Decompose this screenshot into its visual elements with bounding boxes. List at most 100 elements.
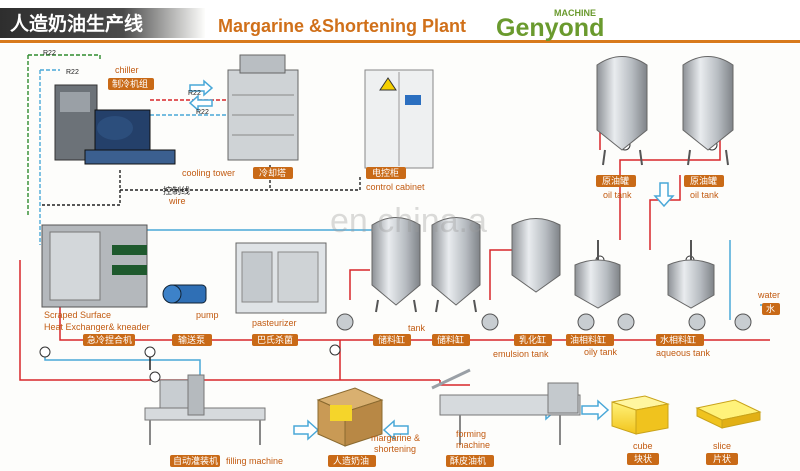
- scraped-label-cn-box: [83, 334, 135, 346]
- filling-label-cn: 自动灌装机: [173, 455, 218, 467]
- aqueous-tank-label-cn-box: [656, 334, 704, 346]
- emulsion-tank: [511, 218, 561, 293]
- r22-label: R22: [196, 109, 209, 116]
- valve: [149, 371, 161, 383]
- valve: [39, 346, 51, 358]
- pump-label-en: pump: [196, 310, 219, 320]
- header-title-cn: 人造奶油生产线: [10, 12, 143, 35]
- cube-label-cn: 块状: [634, 453, 652, 465]
- oil-tank-1: [596, 56, 648, 166]
- cooling-tower: [227, 54, 299, 161]
- slice-label-cn: 片状: [713, 453, 731, 465]
- small-pump: [734, 313, 752, 331]
- scraped-surface-heat-exchanger: [41, 224, 148, 308]
- arrow-down-oil: [653, 182, 675, 208]
- storage-tank-label-en: tank: [408, 323, 426, 333]
- arrow-from-forming: [382, 419, 409, 441]
- oily-tank: [574, 240, 621, 309]
- slice-label-cn-box: [706, 453, 738, 465]
- emulsion-tank-label-en: emulsion tank: [493, 349, 549, 359]
- cube-label-cn-box: [627, 453, 659, 465]
- transfer-pumps: [336, 313, 752, 331]
- storage-tank-2-label-cn-box: [432, 334, 470, 346]
- forming-machine: [431, 368, 581, 445]
- valve: [329, 344, 341, 356]
- pump: [162, 284, 207, 304]
- small-pump: [617, 313, 635, 331]
- small-pump: [336, 313, 354, 331]
- filling-machine: [144, 374, 266, 445]
- flow-arrows: [188, 79, 675, 441]
- small-pump: [577, 313, 595, 331]
- pump-label-cn: 输送泵: [178, 334, 205, 346]
- r22-label: R22: [43, 50, 56, 57]
- pump-label-cn-box: [172, 334, 212, 346]
- water-label-cn-box: [762, 303, 780, 315]
- scraped-label-en-2: Heat Exchanger& kneader: [44, 322, 150, 332]
- scraped-label-en-1: Scraped Surface: [44, 310, 111, 320]
- forming-label-en-1: forming: [456, 429, 486, 439]
- header-bar: 人造奶油生产线 Margarine &Shortening Plant MACH…: [0, 0, 800, 44]
- product-label-en-1: margarine &: [371, 433, 420, 443]
- brand-small: MACHINE: [554, 8, 596, 18]
- control-cabinet-label-en: control cabinet: [366, 182, 425, 192]
- brand-logo: Genyond: [496, 14, 604, 42]
- oily-tank-label-cn-box: [566, 334, 614, 346]
- r22-label: R22: [66, 69, 79, 76]
- filling-label-en: filling machine: [226, 456, 283, 466]
- oil-tank-2: [682, 56, 734, 166]
- storage-tank-1-label-cn-box: [373, 334, 411, 346]
- oil-tank-2-label-cn-box: [684, 175, 724, 187]
- control-cabinet: [364, 69, 434, 169]
- emulsion-tank-label-cn-box: [514, 334, 552, 346]
- emulsion-tank-label-cn: 乳化缸: [519, 334, 546, 346]
- slice-product: [695, 399, 762, 429]
- forming-label-cn-box: [446, 455, 494, 467]
- slice-label-en: slice: [713, 441, 731, 451]
- r22-label: R22: [188, 90, 201, 97]
- storage-tank-1-label-cn: 储料缸: [378, 334, 405, 346]
- pasteurizer-label-cn: 巴氏杀菌: [257, 334, 293, 346]
- aqueous-tank-label-en: aqueous tank: [656, 348, 711, 358]
- cooling-tower-label-cn-box: [253, 167, 293, 179]
- product-label-cn: 人造奶油: [333, 455, 369, 467]
- control-wire-label-cn: 控制线: [163, 185, 190, 197]
- product-label-cn-box: [328, 455, 376, 467]
- oily-tank-label-cn: 油相料缸: [570, 334, 606, 346]
- control-wire-label-en: wire: [168, 196, 186, 206]
- chiller-label-en: chiller: [115, 65, 139, 75]
- pasteurizer: [235, 242, 327, 314]
- oil-tank-1-label-cn-box: [596, 175, 636, 187]
- aqueous-tank: [667, 240, 715, 309]
- header-title-en: Margarine &Shortening Plant: [218, 16, 466, 36]
- control-cabinet-label-cn: 电控柜: [372, 167, 399, 179]
- arrow-to-product: [293, 419, 320, 441]
- arrow-r22-left: [188, 94, 213, 112]
- storage-tank-1: [371, 217, 421, 313]
- cooling-tower-label-en: cooling tower: [182, 168, 235, 178]
- valve: [144, 346, 156, 358]
- pasteurizer-label-en: pasteurizer: [252, 318, 297, 328]
- oil-tank-1-label-cn: 原油罐: [602, 175, 629, 187]
- control-cabinet-label-cn-box: [366, 167, 406, 179]
- watermark: en.china.a: [330, 202, 487, 240]
- small-pump: [688, 313, 706, 331]
- chiller-label-cn-box: [108, 78, 154, 90]
- storage-tank-2: [431, 217, 481, 313]
- forming-label-cn: 酥皮油机: [450, 455, 486, 467]
- pasteurizer-label-cn-box: [252, 334, 298, 346]
- filling-label-cn-box: [170, 455, 220, 467]
- chiller-unit: [54, 84, 176, 165]
- oil-tank-2-label-en: oil tank: [690, 190, 719, 200]
- labels: R22 R22 R22 R22 chiller 制冷机组 cooling tow…: [43, 50, 780, 467]
- product-label-en-2: shortening: [374, 444, 416, 454]
- storage-tank-2-label-cn: 储料缸: [437, 334, 464, 346]
- forming-label-en-2: machine: [456, 440, 490, 450]
- cooling-tower-label-cn: 冷却塔: [259, 167, 286, 179]
- oily-tank-label-en: oily tank: [584, 347, 618, 357]
- aqueous-tank-label-cn: 水相料缸: [660, 334, 696, 346]
- arrow-r22-right: [189, 79, 214, 97]
- product-box: [316, 387, 384, 447]
- water-label-cn: 水: [766, 303, 775, 315]
